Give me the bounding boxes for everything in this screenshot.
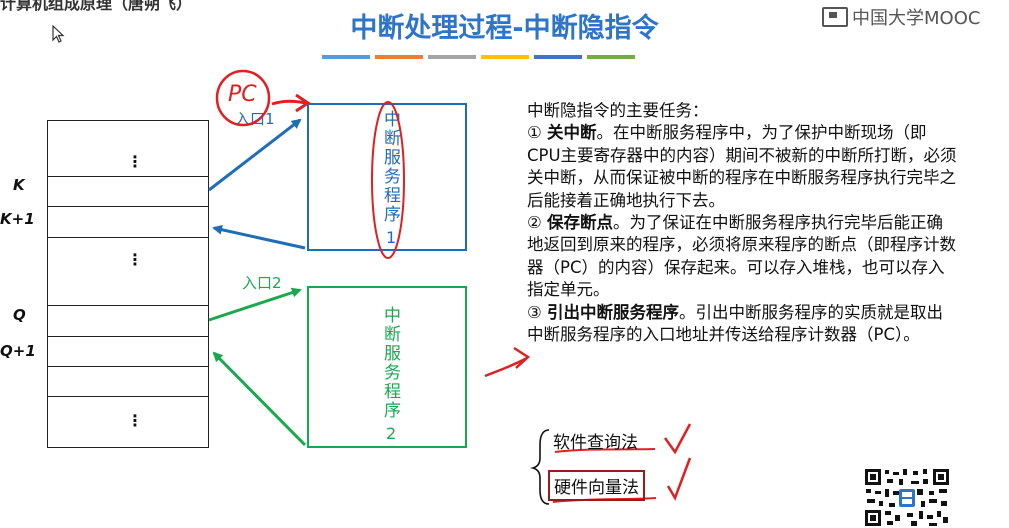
qr-code-icon xyxy=(863,467,951,528)
item3-arrow xyxy=(484,346,531,378)
memory-cell-q xyxy=(47,305,209,337)
mouse-cursor-icon xyxy=(52,25,65,43)
isr2-label: 中断服务程序 xyxy=(380,306,400,420)
arrow-q-to-isr2 xyxy=(208,287,302,322)
method-brace xyxy=(530,429,550,505)
item1-title: 关中断 xyxy=(547,123,597,143)
method-software: 软件查询法 xyxy=(553,433,638,453)
arrow-isr1-return xyxy=(212,224,306,250)
isr1-box xyxy=(307,103,467,251)
slide-title: 中断处理过程-中断隐指令 xyxy=(350,13,659,44)
item3-marker: ③ xyxy=(527,302,542,322)
course-title-fragment: 计算机组成原理（唐朔飞） xyxy=(0,0,193,13)
isr2-box xyxy=(307,286,467,448)
memory-diagram: ⋮ ⋮ ⋮ xyxy=(47,120,209,448)
method-hardware: 硬件向量法 xyxy=(548,470,645,501)
item1-body: 。在中断服务程序中，为了保护中断现场（即CPU主要寄存器中的内容）期间不被新的中… xyxy=(527,123,957,210)
arrow-isr2-return xyxy=(212,351,307,447)
hardware-check xyxy=(666,457,692,501)
color-bar-segment xyxy=(322,55,370,59)
title-color-bar xyxy=(322,55,635,59)
item2-title: 保存断点 xyxy=(547,213,614,233)
isr1-circle xyxy=(371,101,405,259)
desc-item2: ② 保存断点。为了保证在中断服务程序执行完毕后能正确地返回到原来的程序，必须将原… xyxy=(527,212,957,302)
pc-arrow xyxy=(271,93,311,113)
item2-body: 。为了保证在中断服务程序执行完毕后能正确地返回到原来的程序，必须将原来程序的断点… xyxy=(527,213,956,300)
memory-cell-bottom xyxy=(47,396,209,448)
memory-cell-q1 xyxy=(47,336,209,367)
software-underline xyxy=(554,448,656,453)
isr2-number: 2 xyxy=(386,424,397,443)
row-label-k: K xyxy=(13,176,25,194)
desc-intro: 中断隐指令的主要任务： xyxy=(527,101,709,120)
isr1-label: 中断服务程序 xyxy=(380,110,400,224)
entry2-label: 入口2 xyxy=(242,274,282,292)
software-check xyxy=(663,423,692,455)
memory-cell-top xyxy=(47,120,209,177)
isr1-number: 1 xyxy=(386,228,397,247)
ellipsis-icon: ⋮ xyxy=(127,411,143,430)
row-label-k1: K+1 xyxy=(0,210,35,228)
item2-marker: ② xyxy=(527,213,542,233)
item3-title: 引出中断服务程序 xyxy=(547,302,680,322)
row-label-q: Q xyxy=(13,306,26,324)
ellipsis-icon: ⋮ xyxy=(127,250,143,269)
mooc-logo-icon xyxy=(822,7,848,27)
item3-body: 。引出中断服务程序的实质就是取出中断服务程序的入口地址并传送给程序计数器（PC）… xyxy=(527,302,944,345)
row-label-q1: Q+1 xyxy=(0,342,36,360)
desc-item3: ③ 引出中断服务程序。引出中断服务程序的实质就是取出中断服务程序的入口地址并传送… xyxy=(527,302,957,347)
mooc-logo-text: 中国大学MOOC xyxy=(852,8,981,29)
color-bar-segment xyxy=(481,55,529,59)
description-text: 中断隐指令的主要任务： ① 关中断。在中断服务程序中，为了保护中断现场（即CPU… xyxy=(527,100,957,346)
pc-annotation-label: PC xyxy=(228,82,257,107)
pc-circle xyxy=(215,69,271,127)
color-bar-segment xyxy=(428,55,476,59)
arrow-k-to-isr1 xyxy=(208,118,302,192)
color-bar-segment xyxy=(375,55,423,59)
desc-item1: ① 关中断。在中断服务程序中，为了保护中断现场（即CPU主要寄存器中的内容）期间… xyxy=(527,122,957,212)
memory-cell-k1 xyxy=(47,206,209,238)
color-bar-segment xyxy=(534,55,582,59)
color-bar-segment xyxy=(587,55,635,59)
item1-marker: ① xyxy=(527,123,542,143)
mooc-logo: 中国大学MOOC xyxy=(822,4,980,30)
ellipsis-icon: ⋮ xyxy=(127,152,143,171)
